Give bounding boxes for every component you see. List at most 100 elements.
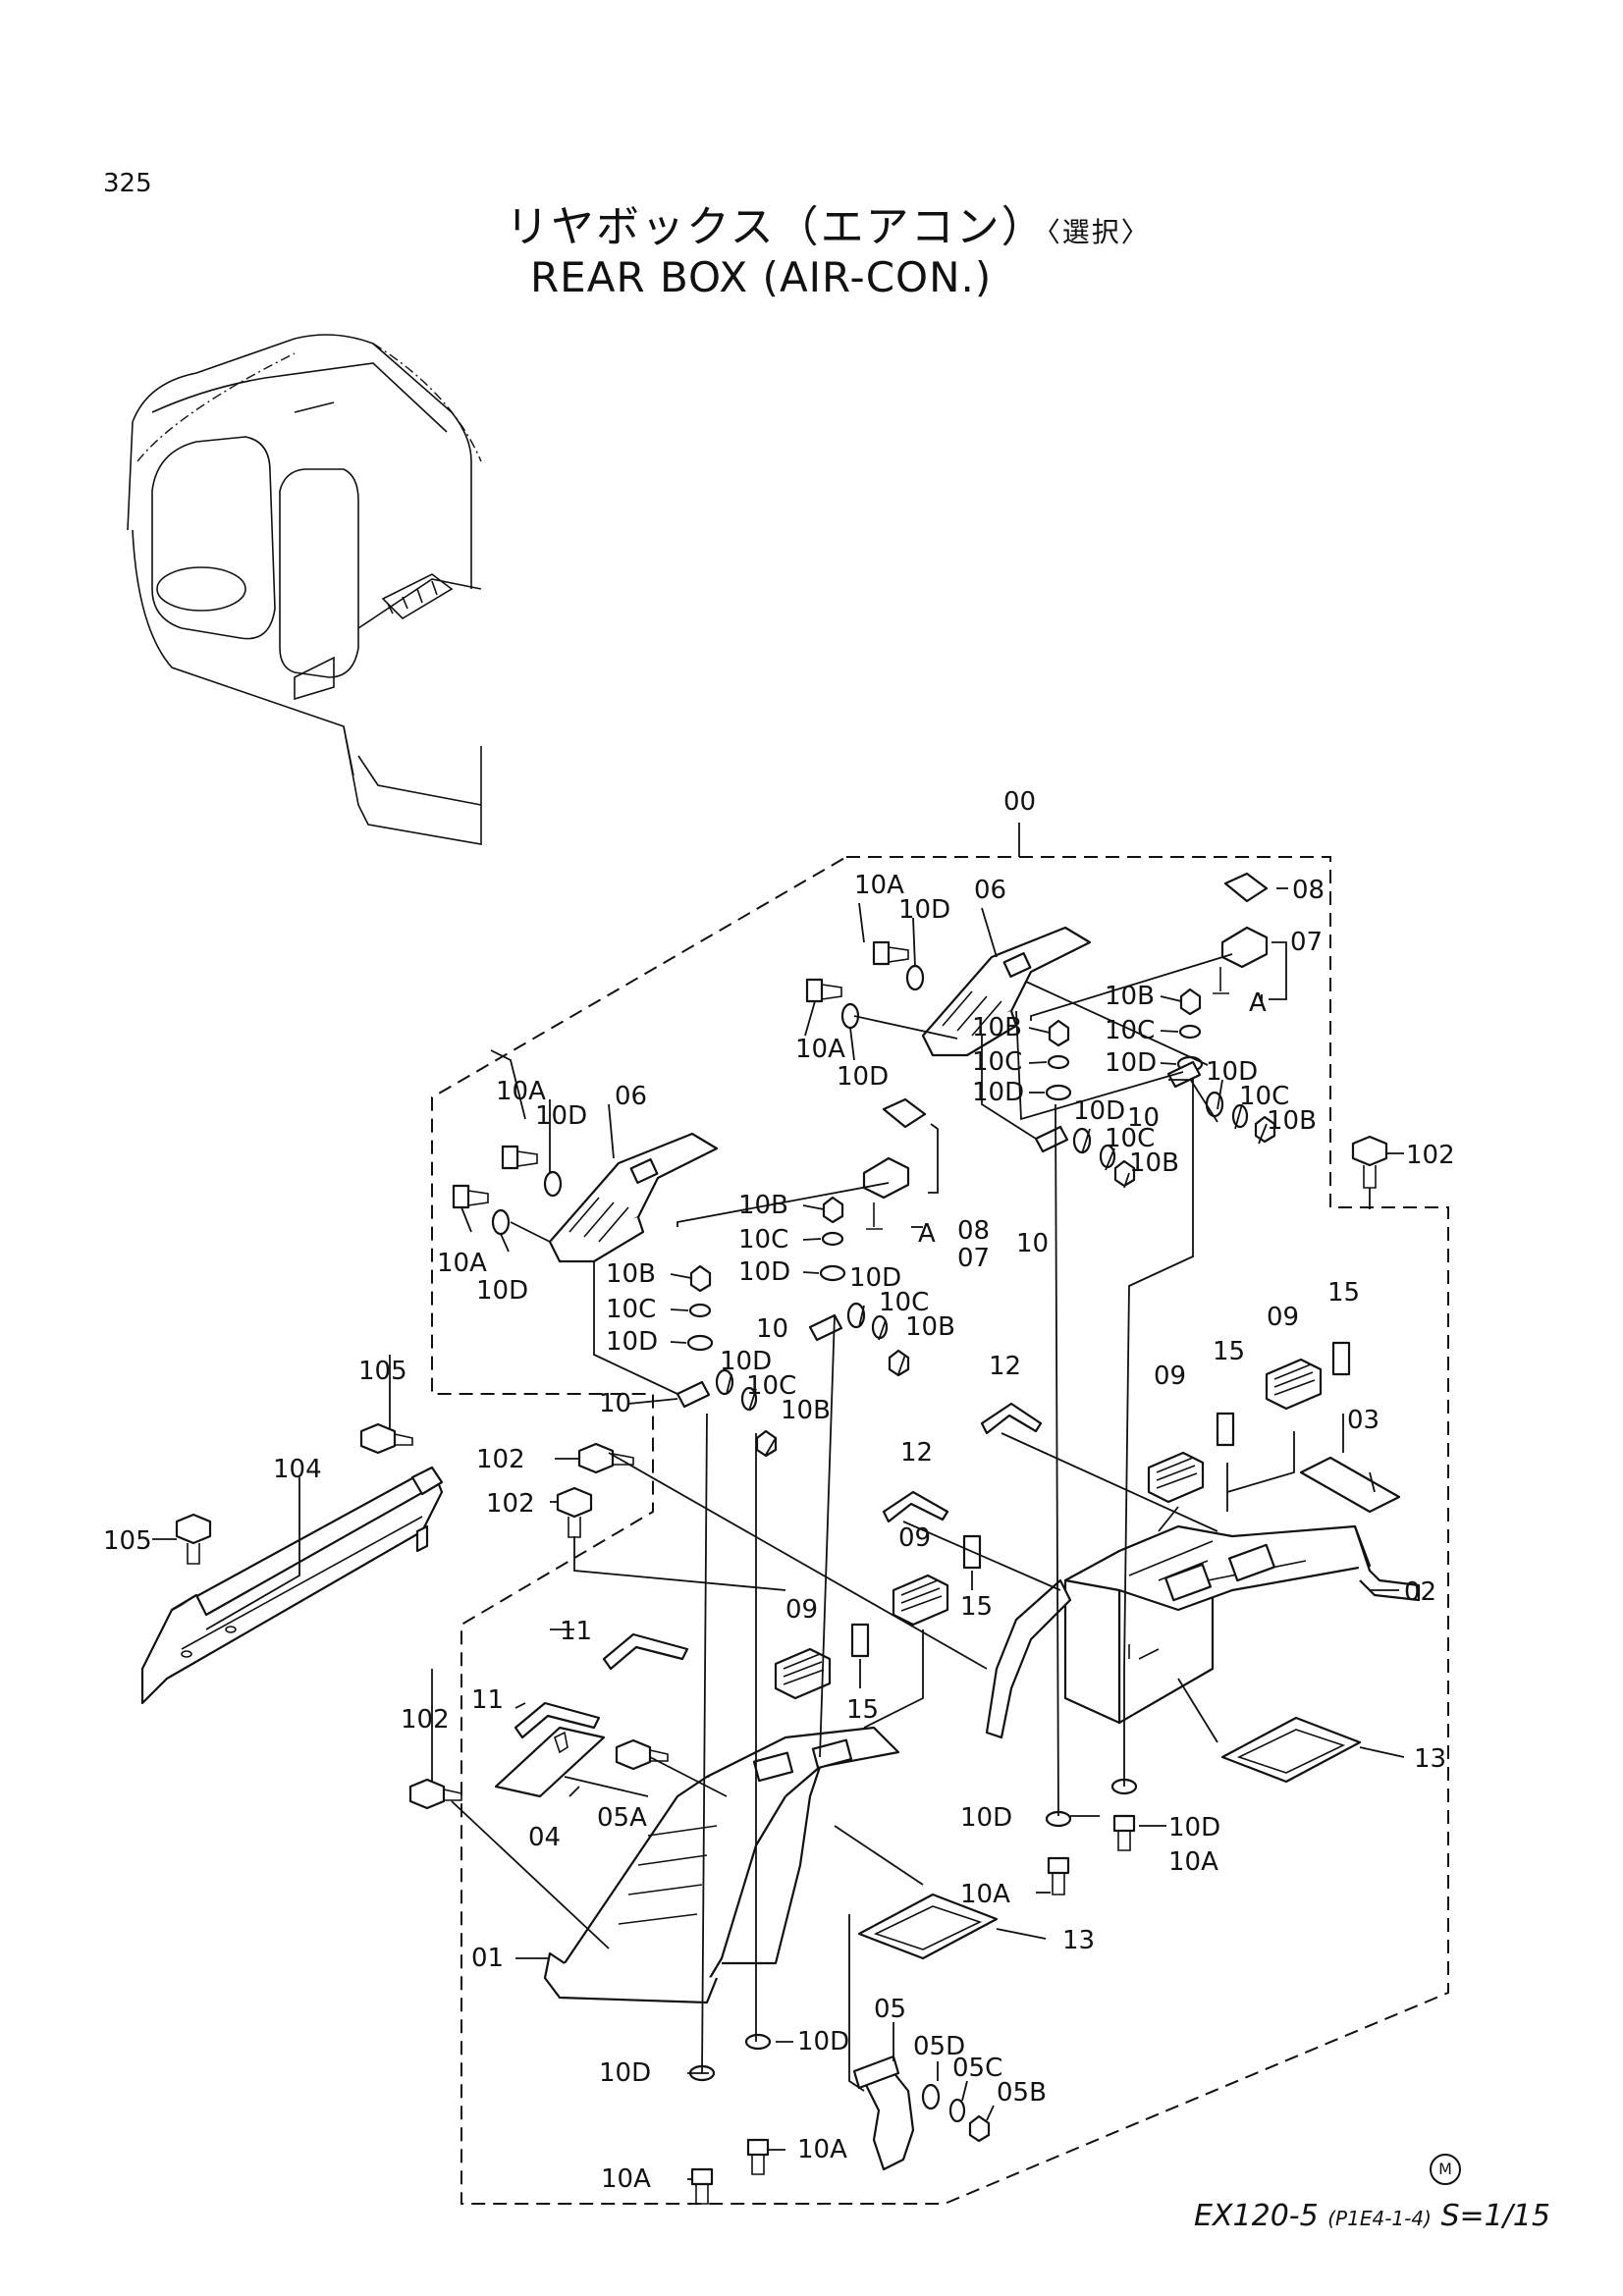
callout-02: 02 — [1404, 1577, 1436, 1607]
callout-05D: 05D — [913, 2032, 965, 2061]
strip-11-12-set — [514, 1402, 1043, 1739]
callout-10: 10 — [1016, 1229, 1049, 1258]
callout-10C: 10C — [606, 1295, 656, 1324]
callout-06: 06 — [615, 1082, 647, 1111]
callout-10B: 10B — [606, 1259, 656, 1289]
callout-10D: 10D — [849, 1263, 901, 1293]
title-jp-option: 〈選択〉 — [1046, 216, 1151, 248]
callout-10A: 10A — [601, 2164, 651, 2194]
panel-104 — [140, 1466, 444, 1705]
callout-10C: 10C — [738, 1225, 788, 1255]
callout-105: 105 — [358, 1357, 407, 1386]
callout-08: 08 — [1292, 876, 1325, 905]
callout-10D: 10D — [599, 2058, 651, 2088]
callout-10B: 10B — [738, 1191, 788, 1220]
callout-10A: 10A — [437, 1249, 487, 1278]
callout-05: 05 — [874, 1995, 906, 2024]
callout-11: 11 — [471, 1685, 504, 1715]
callout-labels: 00 10A 10D 06 08 07 A 10A 10D 10B 10C 10… — [103, 787, 1455, 2194]
callout-A: A — [918, 1219, 936, 1249]
callout-13: 13 — [1414, 1744, 1446, 1774]
callout-10C: 10C — [746, 1371, 796, 1401]
callout-102: 102 — [476, 1445, 525, 1474]
callout-10B: 10B — [1129, 1148, 1179, 1178]
grille-09-set — [774, 1358, 1323, 1700]
callout-10C: 10C — [879, 1288, 929, 1317]
rear-box-01 — [543, 1726, 900, 2004]
callout-05B: 05B — [997, 2078, 1047, 2108]
callout-10D: 10D — [898, 895, 950, 925]
callout-07: 07 — [1290, 928, 1323, 957]
callout-06: 06 — [974, 876, 1006, 905]
callout-10A: 10A — [797, 2135, 847, 2164]
callout-13: 13 — [1062, 1926, 1095, 1955]
callout-10D: 10D — [535, 1101, 587, 1131]
callout-10A: 10A — [960, 1880, 1010, 1909]
callout-10C: 10C — [1239, 1082, 1289, 1111]
callout-10B: 10B — [972, 1013, 1022, 1042]
callout-10D: 10D — [972, 1078, 1024, 1107]
callout-10: 10 — [756, 1314, 788, 1344]
page-title-japanese: リヤボックス（エアコン）〈選択〉 — [506, 191, 1151, 254]
callout-10D: 10D — [476, 1276, 528, 1306]
callout-10D: 10D — [606, 1327, 658, 1357]
callout-10A: 10A — [1168, 1847, 1218, 1877]
callout-104: 104 — [273, 1455, 322, 1484]
callout-10: 10 — [599, 1389, 631, 1418]
page-number: 325 — [103, 169, 152, 198]
footer-scale: S=1/15 — [1440, 2199, 1550, 2233]
callout-15: 15 — [1327, 1278, 1360, 1308]
callout-15: 15 — [846, 1695, 879, 1725]
callout-102: 102 — [486, 1489, 535, 1519]
callout-05C: 05C — [952, 2054, 1002, 2083]
clip-07-08-lower — [862, 1097, 927, 1230]
footer-code: (P1E4-1-4) — [1327, 2207, 1432, 2230]
filters — [494, 1456, 1401, 1960]
page-title-english: REAR BOX (AIR-CON.) — [530, 253, 993, 301]
callout-07: 07 — [957, 1244, 990, 1273]
bracket-06-lower — [548, 1132, 719, 1263]
callout-09: 09 — [1154, 1362, 1186, 1391]
callout-08: 08 — [957, 1216, 990, 1246]
callout-10D: 10D — [720, 1347, 772, 1376]
callout-10B: 10B — [1105, 982, 1155, 1011]
callout-10D: 10D — [738, 1257, 790, 1287]
callout-10D: 10D — [797, 2027, 849, 2056]
callout-105: 105 — [103, 1526, 152, 1556]
callout-102: 102 — [401, 1705, 450, 1735]
callout-03: 03 — [1347, 1406, 1380, 1435]
footer-model: EX120-5 — [1194, 2199, 1319, 2233]
callout-12: 12 — [900, 1438, 933, 1468]
callout-10D: 10D — [837, 1062, 889, 1092]
callout-10: 10 — [1127, 1103, 1160, 1133]
callout-10C: 10C — [1105, 1124, 1155, 1153]
callout-102: 102 — [1406, 1141, 1455, 1170]
callout-12: 12 — [989, 1352, 1021, 1381]
assembly-boundary — [431, 856, 1449, 2205]
callout-10D: 10D — [1073, 1096, 1125, 1126]
callout-10D: 10D — [1168, 1813, 1220, 1842]
clip-07-08-upper — [1213, 872, 1269, 994]
leader-lines — [152, 823, 1405, 2180]
callout-10D: 10D — [1105, 1048, 1157, 1078]
footer-model-info: EX120-5 (P1E4-1-4) S=1/15 — [1194, 2199, 1550, 2233]
callout-05A: 05A — [597, 1803, 647, 1833]
callout-04: 04 — [528, 1823, 561, 1852]
callout-09: 09 — [785, 1595, 818, 1625]
callout-15: 15 — [960, 1592, 993, 1622]
callout-09: 09 — [898, 1523, 931, 1553]
callout-10A: 10A — [854, 871, 904, 900]
callout-10A: 10A — [795, 1035, 845, 1064]
callout-00: 00 — [1003, 787, 1036, 817]
callout-09: 09 — [1267, 1303, 1299, 1332]
callout-10C: 10C — [1105, 1016, 1155, 1045]
callout-11: 11 — [560, 1617, 592, 1646]
callout-15: 15 — [1213, 1337, 1245, 1366]
callout-10B: 10B — [1267, 1106, 1317, 1136]
callout-10A: 10A — [496, 1077, 546, 1106]
catalog-mark: M — [1430, 2154, 1461, 2185]
callout-10B: 10B — [781, 1396, 831, 1425]
callout-01: 01 — [471, 1944, 504, 1973]
title-jp-text: リヤボックス（エアコン） — [506, 202, 1047, 252]
